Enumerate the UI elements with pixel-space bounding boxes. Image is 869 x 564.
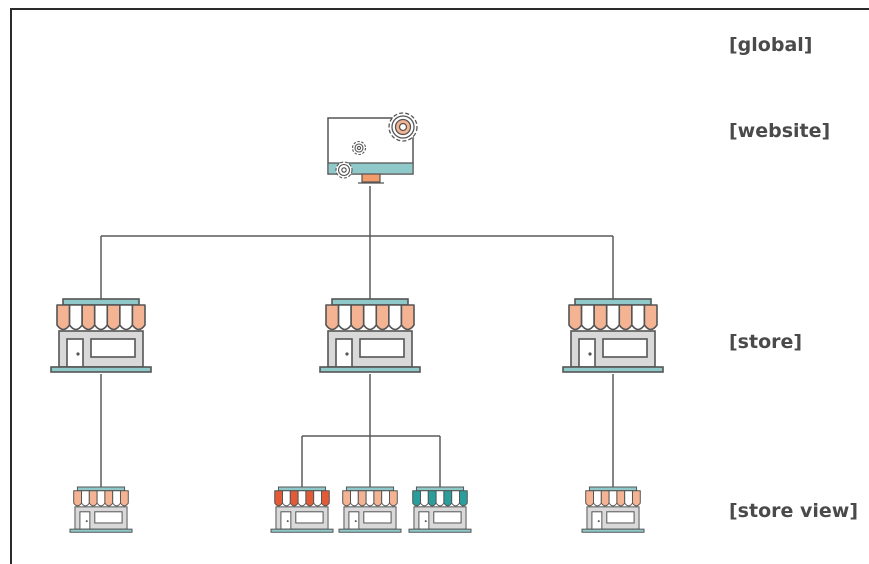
- store-view-icon: [581, 486, 645, 533]
- store-icon: [562, 298, 664, 373]
- store-view-icon: [270, 486, 334, 533]
- store-view-icon: [338, 486, 402, 533]
- diagram-frame: [10, 8, 869, 564]
- store-view-level-label: [store view]: [729, 500, 859, 522]
- store-views-layer: [69, 486, 645, 533]
- website-level-label: [website]: [729, 120, 831, 142]
- store-icon: [50, 298, 152, 373]
- stores-layer: [50, 298, 664, 373]
- store-icon: [319, 298, 421, 373]
- monitor-gears-icon: [327, 112, 418, 184]
- connector-lines: [100, 186, 614, 488]
- global-level-label: [global]: [729, 34, 813, 56]
- store-view-icon: [69, 486, 133, 533]
- store-view-icon: [408, 486, 472, 533]
- store-level-label: [store]: [729, 331, 803, 353]
